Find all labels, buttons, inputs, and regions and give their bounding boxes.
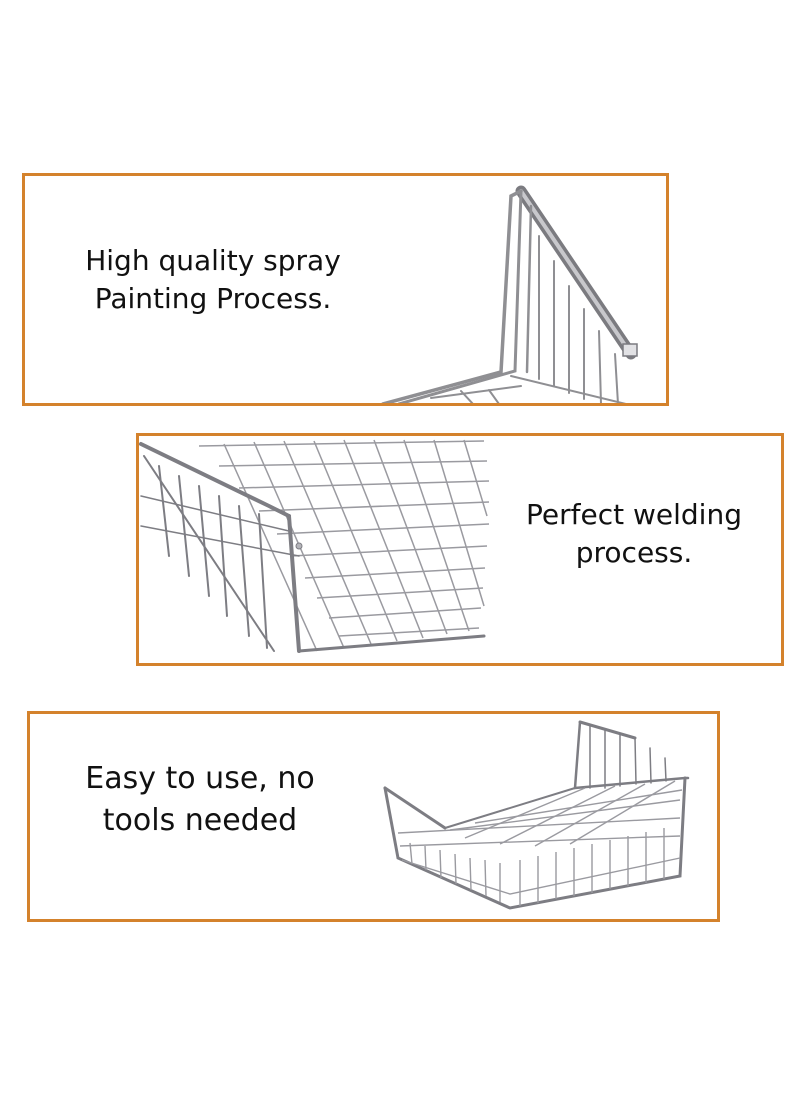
wire-basket-full-image: [383, 720, 690, 910]
caption-line: Perfect welding: [526, 498, 742, 531]
caption-line: tools needed: [102, 803, 298, 838]
feature-caption: Easy to use, no tools needed: [70, 758, 330, 842]
caption-line: Painting Process.: [94, 282, 332, 315]
feature-caption: Perfect welding process.: [509, 496, 759, 572]
caption-line: Easy to use, no: [85, 761, 315, 796]
feature-panel-welding: Perfect welding process.: [136, 433, 784, 666]
feature-panel-spray-painting: High quality spray Painting Process.: [22, 173, 669, 406]
feature-panel-easy-to-use: Easy to use, no tools needed: [27, 711, 720, 922]
feature-caption: High quality spray Painting Process.: [63, 242, 363, 318]
wire-basket-corner-image: [381, 185, 638, 403]
wire-basket-weld-image: [139, 439, 490, 653]
caption-line: process.: [575, 536, 693, 569]
caption-line: High quality spray: [85, 244, 341, 277]
